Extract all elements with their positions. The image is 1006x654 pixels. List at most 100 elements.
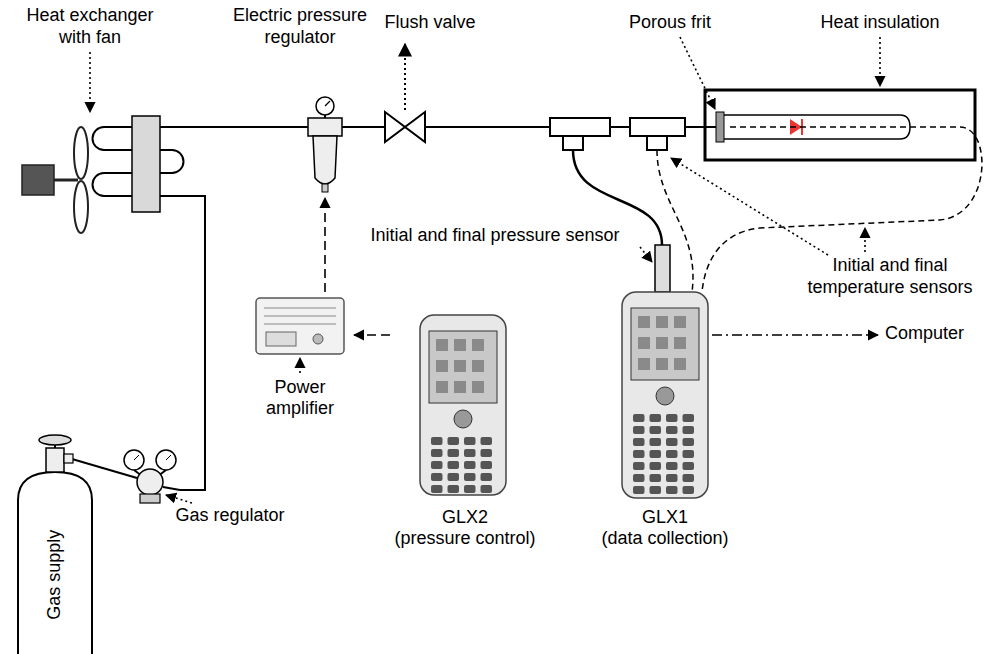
power-amplifier bbox=[313, 334, 323, 344]
glx-device bbox=[448, 461, 460, 469]
heat-exchanger bbox=[74, 127, 88, 179]
glx-device bbox=[666, 426, 678, 434]
heat-exchanger bbox=[54, 179, 78, 182]
gas-pipe bbox=[340, 126, 385, 128]
glx-device bbox=[472, 339, 484, 351]
glx-device bbox=[633, 474, 645, 482]
node-label: GLX1 bbox=[642, 507, 688, 529]
glx-device bbox=[481, 485, 493, 493]
gas-cylinder bbox=[64, 454, 73, 463]
control-signal bbox=[324, 198, 326, 292]
part-label: Porous frit bbox=[610, 12, 730, 34]
glx-device bbox=[454, 381, 466, 393]
glx-device bbox=[420, 315, 506, 495]
glx-device bbox=[448, 473, 460, 481]
gas-regulator bbox=[137, 469, 163, 495]
gas-cylinder: Gas supply bbox=[18, 500, 92, 650]
heat-exchanger bbox=[22, 116, 205, 490]
glx-device bbox=[464, 437, 476, 445]
gas-pipe bbox=[685, 126, 720, 128]
node-label: Electric pressure regulator bbox=[221, 5, 379, 48]
glx-device bbox=[656, 316, 668, 328]
glx-device bbox=[622, 292, 708, 498]
flush-valve bbox=[405, 112, 425, 142]
glx-device bbox=[683, 462, 695, 470]
cylinder-label: Gas supply bbox=[44, 530, 66, 620]
glx-device bbox=[666, 414, 678, 422]
tee-fitting bbox=[630, 118, 685, 136]
glx-device bbox=[650, 450, 662, 458]
glx-device: GLX2(pressure control) bbox=[390, 312, 540, 550]
leader-line bbox=[640, 247, 652, 262]
heat-exchanger bbox=[22, 165, 54, 195]
tee-fitting bbox=[647, 136, 667, 150]
glx-device bbox=[481, 461, 493, 469]
glx-device bbox=[650, 462, 662, 470]
glx-device bbox=[638, 316, 650, 328]
glx-device bbox=[431, 485, 443, 493]
leader-line bbox=[864, 228, 866, 252]
glx-device bbox=[683, 414, 695, 422]
glx-device bbox=[622, 292, 708, 498]
pressure-regulator-icon bbox=[308, 118, 342, 136]
part-label: Heat exchanger with fan bbox=[10, 5, 170, 48]
power-amplifier bbox=[256, 298, 344, 354]
pressure-regulator-icon bbox=[313, 136, 337, 184]
tee-fitting bbox=[550, 118, 610, 136]
glx-device bbox=[683, 450, 695, 458]
gas-pipe bbox=[178, 126, 310, 128]
glx-device bbox=[454, 360, 466, 372]
glx-device bbox=[436, 339, 448, 351]
glx-device bbox=[633, 450, 645, 458]
control-signal bbox=[354, 334, 390, 336]
glx-device bbox=[650, 474, 662, 482]
glx-device bbox=[431, 461, 443, 469]
part-label: Gas regulator bbox=[160, 505, 300, 527]
gas-cylinder bbox=[46, 448, 64, 472]
gas-pipe bbox=[610, 126, 630, 128]
glx-device bbox=[666, 438, 678, 446]
part-label: Heat insulation bbox=[800, 12, 960, 34]
part-label: Flush valve bbox=[365, 12, 495, 34]
part-label: Initial and final pressure sensor bbox=[370, 225, 619, 247]
device-label: Computer bbox=[885, 323, 995, 345]
power-amplifier bbox=[264, 324, 336, 325]
node-label: (data collection) bbox=[601, 528, 728, 550]
power-amplifier bbox=[264, 308, 336, 309]
flush-valve bbox=[385, 44, 425, 142]
leader-line bbox=[89, 52, 91, 112]
glx-device bbox=[650, 426, 662, 434]
power-amplifier bbox=[266, 332, 296, 346]
glx-device bbox=[666, 474, 678, 482]
glx-device bbox=[420, 315, 506, 495]
glx-device bbox=[431, 473, 443, 481]
glx-device bbox=[481, 473, 493, 481]
leader-line bbox=[680, 37, 715, 109]
part-label: Initial and final temperature sensors bbox=[790, 255, 990, 298]
glx-device bbox=[464, 473, 476, 481]
gas-regulator bbox=[166, 455, 171, 460]
insulated-tube bbox=[716, 112, 724, 142]
glx-device bbox=[633, 426, 645, 434]
glx-device bbox=[464, 485, 476, 493]
leader-line bbox=[299, 358, 301, 373]
glx-device bbox=[683, 438, 695, 446]
flush-valve bbox=[385, 112, 405, 142]
glx-device bbox=[633, 462, 645, 470]
pressure-regulator-icon bbox=[308, 97, 342, 192]
glx-device bbox=[650, 438, 662, 446]
glx-device bbox=[472, 381, 484, 393]
glx-device bbox=[674, 358, 686, 370]
insulated-tube bbox=[705, 90, 975, 160]
glx-device bbox=[481, 449, 493, 457]
glx-device bbox=[429, 331, 497, 403]
glx-device bbox=[454, 339, 466, 351]
pressure-sensor bbox=[655, 245, 670, 292]
pressure-regulator-icon bbox=[316, 97, 334, 115]
glx-device bbox=[631, 308, 699, 380]
glx-device bbox=[481, 437, 493, 445]
pressure-sensor bbox=[655, 245, 670, 292]
